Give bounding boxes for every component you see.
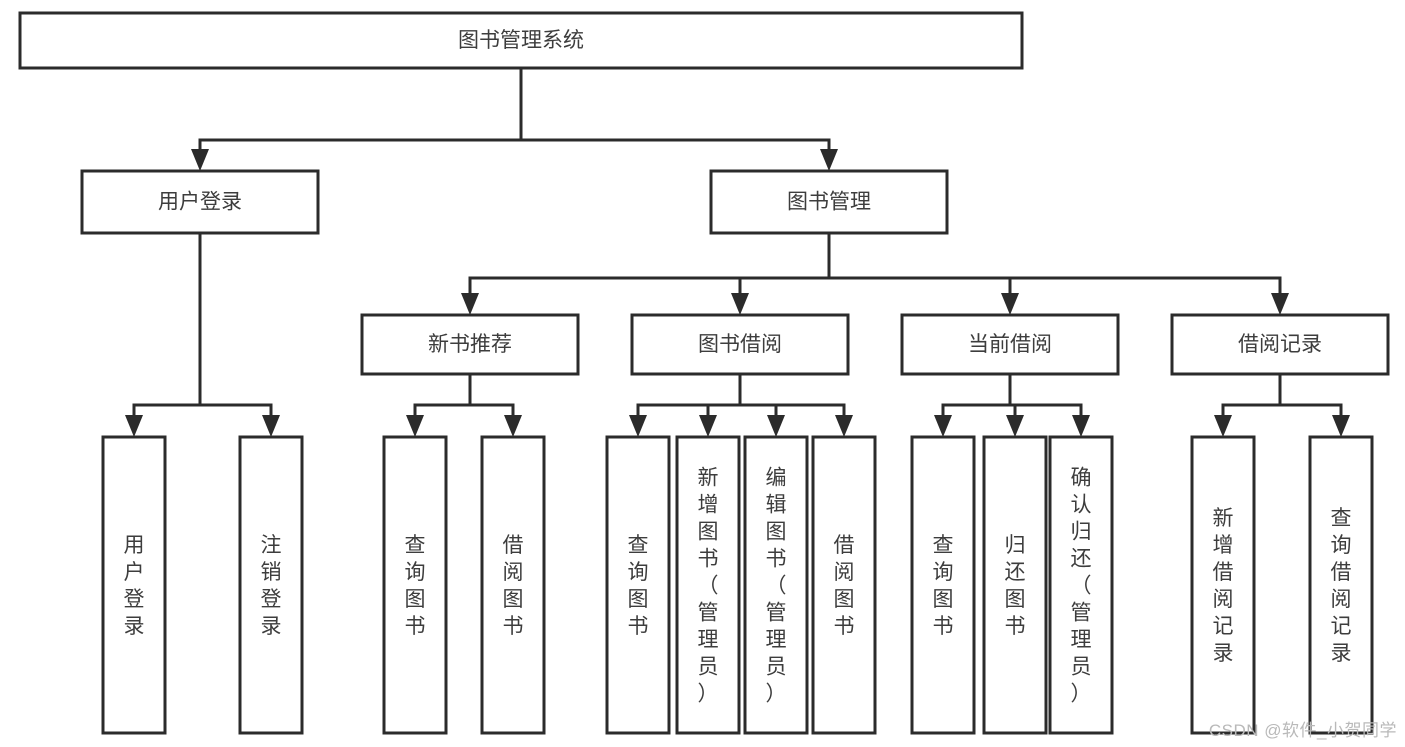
node-label-leaf-confirm-return: 确认归还（管理员） xyxy=(1071,467,1092,706)
node-rect-borrow-record[interactable] xyxy=(1170,313,1390,376)
arrow-head-icon xyxy=(767,415,785,437)
node-level1-user-login[interactable]: 用户登录 xyxy=(80,169,320,235)
node-rect-leaf-edit-book[interactable] xyxy=(743,435,809,735)
node-rect-leaf-query-record[interactable] xyxy=(1308,435,1374,735)
node-label-leaf-add-book: 新增图书（管理员） xyxy=(698,467,719,706)
arrow-head-icon xyxy=(731,293,749,315)
node-label-leaf-borrow-book-1: 借阅图书 xyxy=(503,534,524,638)
node-rect-leaf-add-record[interactable] xyxy=(1190,435,1256,735)
arrow-head-icon xyxy=(1271,293,1289,315)
node-rect-leaf-return-book[interactable] xyxy=(982,435,1048,735)
node-rect-root[interactable] xyxy=(18,11,1024,70)
arrow-head-icon xyxy=(1072,415,1090,437)
node-leaf-leaf-edit-book[interactable]: 编辑图书（管理员） xyxy=(743,435,809,735)
node-label-new-book-recommend: 新书推荐 xyxy=(428,333,512,356)
node-label-leaf-return-book: 归还图书 xyxy=(1005,534,1026,638)
csdn-watermark: CSDN @软件_小贺同学 xyxy=(1208,721,1397,740)
node-label-root: 图书管理系统 xyxy=(458,29,584,52)
node-rect-leaf-borrow-book-2[interactable] xyxy=(811,435,877,735)
node-level1-book-management[interactable]: 图书管理 xyxy=(709,169,949,235)
node-leaf-leaf-add-record[interactable]: 新增借阅记录 xyxy=(1190,435,1256,735)
node-layer: 图书管理系统用户登录图书管理新书推荐图书借阅当前借阅借阅记录用户登录注销登录查询… xyxy=(18,11,1390,735)
node-leaf-leaf-query-record[interactable]: 查询借阅记录 xyxy=(1308,435,1374,735)
node-leaf-leaf-return-book[interactable]: 归还图书 xyxy=(982,435,1048,735)
node-leaf-leaf-user-login[interactable]: 用户登录 xyxy=(101,435,167,735)
node-rect-current-borrow[interactable] xyxy=(900,313,1120,376)
node-rect-user-login[interactable] xyxy=(80,169,320,235)
arrow-head-icon xyxy=(934,415,952,437)
arrow-head-icon xyxy=(191,149,209,171)
node-rect-leaf-user-login[interactable] xyxy=(101,435,167,735)
node-rect-leaf-query-book-2[interactable] xyxy=(605,435,671,735)
connector-user-login xyxy=(125,231,280,437)
node-label-user-login: 用户登录 xyxy=(158,191,242,214)
arrow-head-icon xyxy=(820,149,838,171)
connector-new-book-recommend xyxy=(406,372,522,437)
node-leaf-leaf-user-logout[interactable]: 注销登录 xyxy=(238,435,304,735)
node-leaf-leaf-borrow-book-2[interactable]: 借阅图书 xyxy=(811,435,877,735)
node-label-leaf-edit-book: 编辑图书（管理员） xyxy=(766,467,787,706)
arrow-head-icon xyxy=(1214,415,1232,437)
arrow-head-icon xyxy=(262,415,280,437)
node-label-leaf-query-record: 查询借阅记录 xyxy=(1331,507,1352,665)
node-leaf-leaf-query-book-1[interactable]: 查询图书 xyxy=(382,435,448,735)
node-rect-leaf-add-book[interactable] xyxy=(675,435,741,735)
arrow-head-icon xyxy=(406,415,424,437)
connector-book-management xyxy=(461,231,1289,315)
connector-book-borrow xyxy=(629,372,853,437)
node-label-borrow-record: 借阅记录 xyxy=(1238,333,1322,356)
node-label-current-borrow: 当前借阅 xyxy=(968,333,1052,356)
node-rect-new-book-recommend[interactable] xyxy=(360,313,580,376)
node-rect-book-management[interactable] xyxy=(709,169,949,235)
node-label-leaf-query-book-1: 查询图书 xyxy=(405,534,426,638)
connector-root xyxy=(191,66,838,171)
node-rect-leaf-query-book-1[interactable] xyxy=(382,435,448,735)
node-label-leaf-user-logout: 注销登录 xyxy=(261,534,282,638)
connector-borrow-record xyxy=(1214,372,1350,437)
node-level2-new-book-recommend[interactable]: 新书推荐 xyxy=(360,313,580,376)
connector-current-borrow xyxy=(934,372,1090,437)
node-leaf-leaf-add-book[interactable]: 新增图书（管理员） xyxy=(675,435,741,735)
node-rect-leaf-user-logout[interactable] xyxy=(238,435,304,735)
node-leaf-leaf-query-book-3[interactable]: 查询图书 xyxy=(910,435,976,735)
node-label-leaf-add-record: 新增借阅记录 xyxy=(1213,507,1234,665)
node-rect-leaf-confirm-return[interactable] xyxy=(1048,435,1114,735)
node-label-leaf-user-login: 用户登录 xyxy=(124,534,145,638)
arrow-head-icon xyxy=(835,415,853,437)
node-label-book-management: 图书管理 xyxy=(787,191,871,214)
node-leaf-leaf-query-book-2[interactable]: 查询图书 xyxy=(605,435,671,735)
arrow-head-icon xyxy=(461,293,479,315)
node-level2-borrow-record[interactable]: 借阅记录 xyxy=(1170,313,1390,376)
node-label-leaf-query-book-3: 查询图书 xyxy=(933,534,954,638)
node-rect-leaf-borrow-book-1[interactable] xyxy=(480,435,546,735)
arrow-head-icon xyxy=(125,415,143,437)
arrow-head-icon xyxy=(1332,415,1350,437)
arrow-head-icon xyxy=(629,415,647,437)
arrow-head-icon xyxy=(504,415,522,437)
arrow-head-icon xyxy=(1006,415,1024,437)
arrow-head-icon xyxy=(1001,293,1019,315)
node-rect-book-borrow[interactable] xyxy=(630,313,850,376)
node-level2-current-borrow[interactable]: 当前借阅 xyxy=(900,313,1120,376)
node-label-book-borrow: 图书借阅 xyxy=(698,333,782,356)
node-label-leaf-borrow-book-2: 借阅图书 xyxy=(834,534,855,638)
node-root[interactable]: 图书管理系统 xyxy=(18,11,1024,70)
node-leaf-leaf-borrow-book-1[interactable]: 借阅图书 xyxy=(480,435,546,735)
connector-layer xyxy=(125,66,1350,437)
node-level2-book-borrow[interactable]: 图书借阅 xyxy=(630,313,850,376)
arrow-head-icon xyxy=(699,415,717,437)
node-rect-leaf-query-book-3[interactable] xyxy=(910,435,976,735)
node-label-leaf-query-book-2: 查询图书 xyxy=(628,534,649,638)
node-leaf-leaf-confirm-return[interactable]: 确认归还（管理员） xyxy=(1048,435,1114,735)
